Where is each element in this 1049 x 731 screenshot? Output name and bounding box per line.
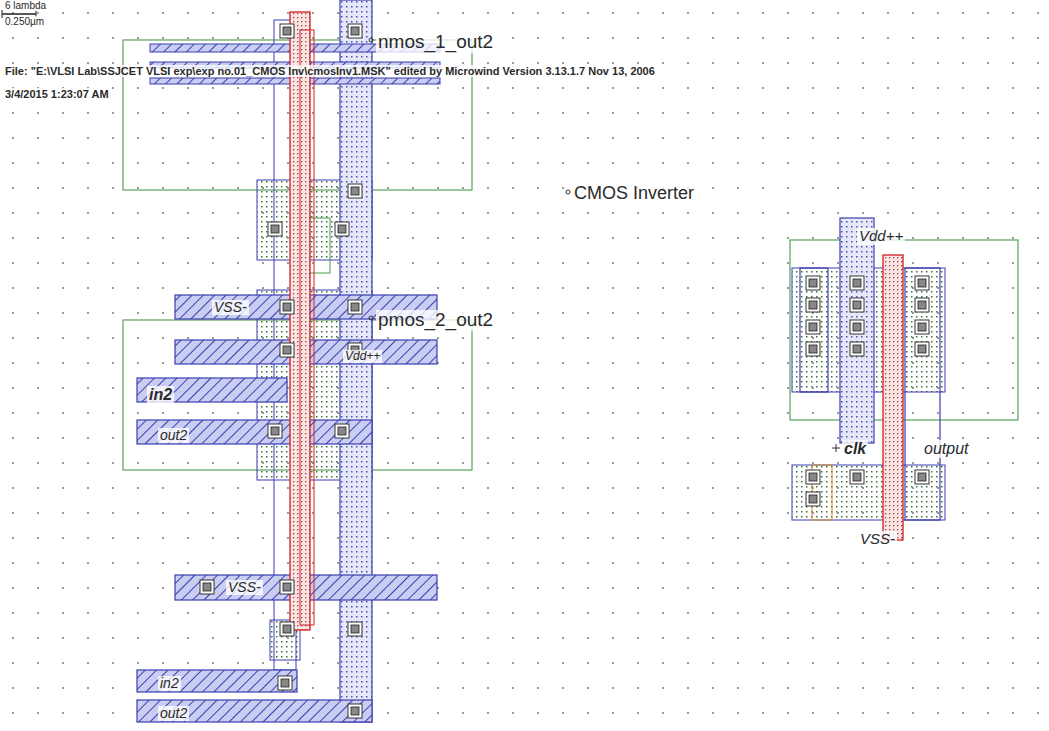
net-label: Vdd++ (857, 228, 905, 245)
file-info: File: "E:\VLSI Lab\SSJCET VLSI exp\exp n… (3, 65, 657, 77)
cell-title: CMOS Inverter (572, 184, 696, 204)
net-label: in2 (147, 386, 174, 404)
net-label: output (922, 440, 970, 458)
scale-text: 6 lambda (3, 0, 48, 11)
net-label: out2 (158, 706, 189, 721)
device-label: pmos_2_out2 (376, 310, 495, 331)
net-label: VSS- (226, 580, 263, 595)
net-label: Vdd++ (343, 350, 382, 363)
net-label: in2 (158, 676, 181, 691)
net-label: out2 (158, 428, 189, 443)
net-label: VSS- (858, 531, 897, 548)
net-label: VSS- (212, 300, 249, 315)
scale-text: 0.250µm (3, 16, 46, 27)
net-label: clk (842, 440, 868, 458)
date-stamp: 3/4/2015 1:23:07 AM (3, 88, 111, 100)
device-label: nmos_1_out2 (376, 32, 495, 53)
